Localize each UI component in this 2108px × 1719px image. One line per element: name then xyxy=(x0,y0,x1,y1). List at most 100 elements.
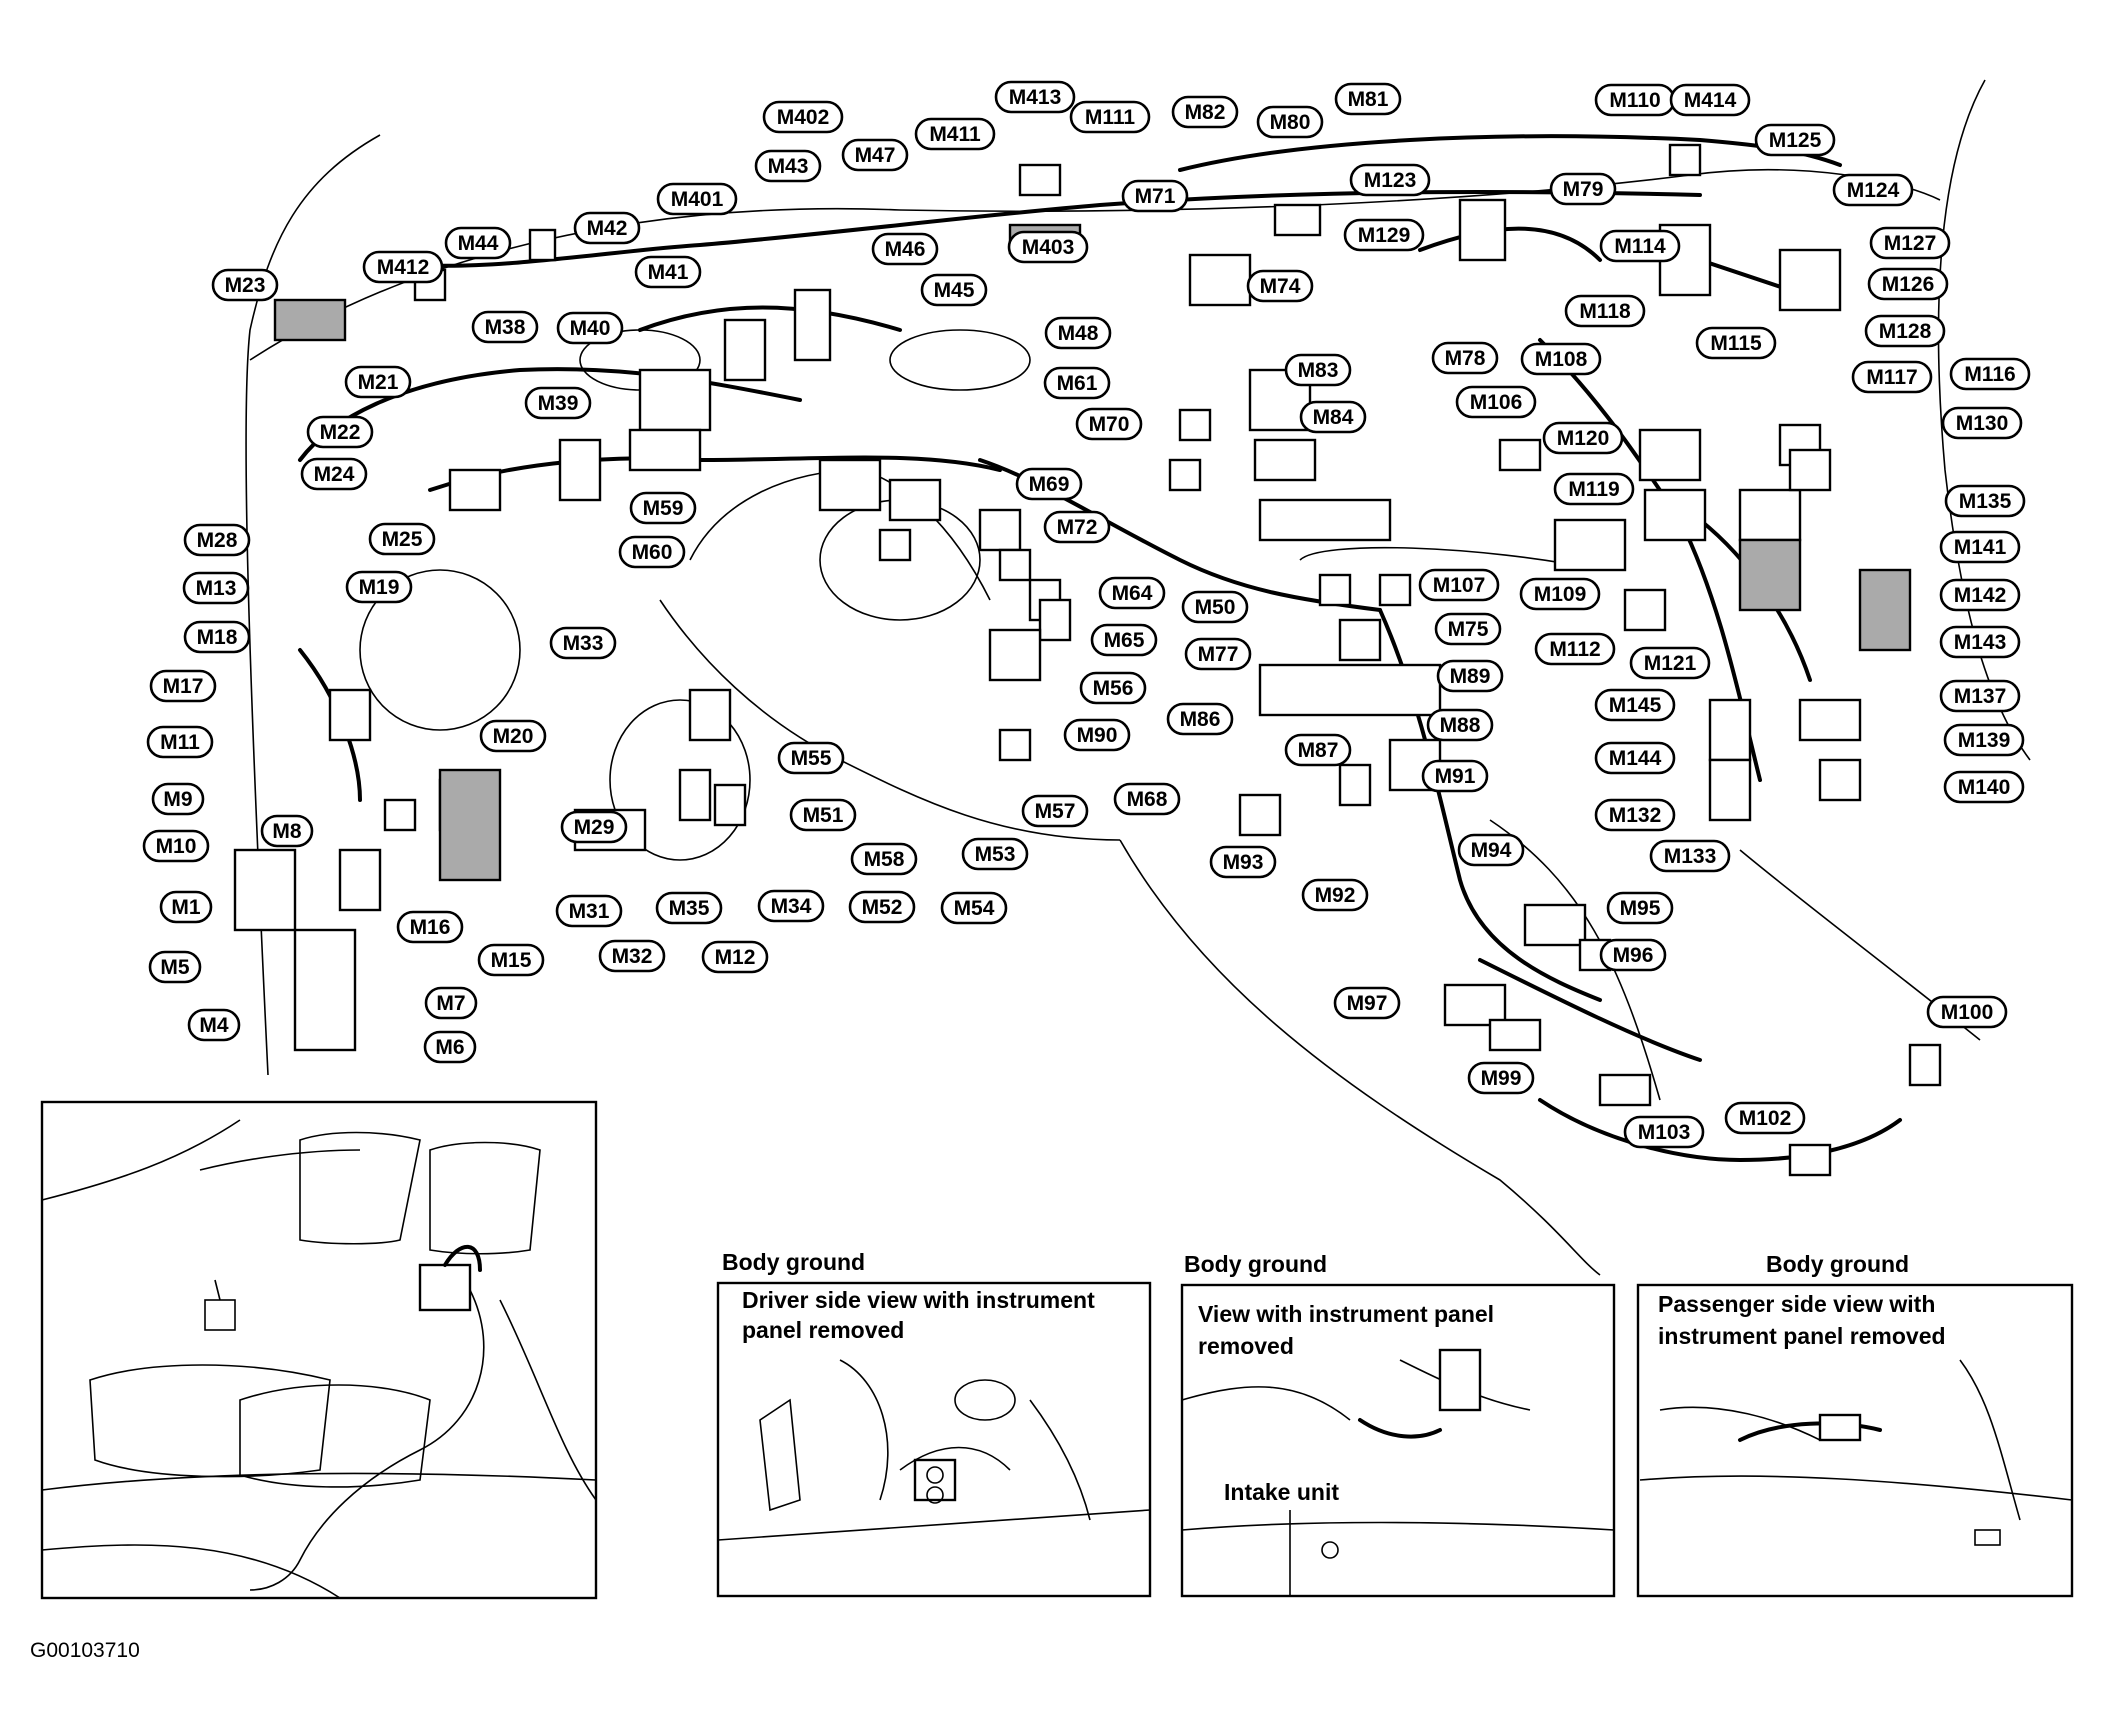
callout-bubble xyxy=(362,250,444,284)
callout-m31: M31 xyxy=(555,894,623,928)
callout-m40: M40 xyxy=(556,311,624,345)
callout-m19: M19 xyxy=(345,570,413,604)
callout-label: M108 xyxy=(1535,348,1588,371)
callout-label: M16 xyxy=(410,916,451,939)
callout-m110: M110 xyxy=(1594,83,1676,117)
callout-label: M115 xyxy=(1710,332,1762,355)
callout-m24: M24 xyxy=(300,457,368,491)
callout-bubble xyxy=(1075,407,1143,441)
callout-m72: M72 xyxy=(1043,510,1111,544)
callout-m91: M91 xyxy=(1421,759,1489,793)
callout-m1: M1 xyxy=(159,890,213,924)
callout-m88: M88 xyxy=(1426,708,1494,742)
callout-label: M42 xyxy=(587,217,628,240)
callout-bubble xyxy=(149,669,217,703)
callout-bubble xyxy=(1867,267,1949,301)
callout-m20: M20 xyxy=(479,719,547,753)
callout-label: M84 xyxy=(1313,406,1354,429)
callout-label: M97 xyxy=(1347,992,1388,1015)
inset-caption-line-2: removed xyxy=(1198,1333,1294,1359)
callout-label: M90 xyxy=(1077,724,1118,747)
callout-label: M125 xyxy=(1769,129,1822,152)
callout-label: M19 xyxy=(359,576,400,599)
callout-bubble xyxy=(1334,82,1402,116)
callout-label: M88 xyxy=(1440,714,1481,737)
callout-m71: M71 xyxy=(1121,179,1189,213)
callout-bubble xyxy=(1553,472,1635,506)
callout-m17: M17 xyxy=(149,669,217,703)
callout-m115: M115 xyxy=(1695,326,1777,360)
callout-label: M20 xyxy=(493,725,534,748)
callout-bubble xyxy=(1943,770,2025,804)
callout-bubble xyxy=(850,842,918,876)
callout-bubble xyxy=(1943,723,2025,757)
callout-bubble xyxy=(1343,218,1425,252)
callout-bubble xyxy=(629,491,697,525)
callout-label: M140 xyxy=(1958,776,2011,799)
callout-bubble xyxy=(148,950,202,984)
callout-label: M7 xyxy=(436,992,465,1015)
callout-label: M412 xyxy=(377,256,430,279)
callout-label: M103 xyxy=(1638,1121,1691,1144)
callout-m7: M7 xyxy=(424,986,478,1020)
callout-bubble xyxy=(182,571,250,605)
callout-m54: M54 xyxy=(940,891,1008,925)
callout-label: M18 xyxy=(197,626,238,649)
callout-m41: M41 xyxy=(634,255,702,289)
callout-label: M80 xyxy=(1270,111,1311,134)
callout-label: M77 xyxy=(1198,643,1239,666)
callout-bubble xyxy=(1166,702,1234,736)
callout-label: M102 xyxy=(1739,1107,1792,1130)
callout-bubble xyxy=(1519,577,1601,611)
callout-m402: M402 xyxy=(762,100,844,134)
callout-label: M28 xyxy=(197,529,238,552)
callout-bubble xyxy=(961,837,1029,871)
callout-label: M56 xyxy=(1093,677,1134,700)
callout-m82: M82 xyxy=(1171,95,1239,129)
callout-bubble xyxy=(1043,366,1111,400)
callout-label: M118 xyxy=(1579,300,1631,323)
callout-bubble xyxy=(1457,833,1525,867)
callout-m80: M80 xyxy=(1256,105,1324,139)
callout-label: M48 xyxy=(1058,322,1099,345)
callout-m125: M125 xyxy=(1754,123,1836,157)
callout-m77: M77 xyxy=(1184,637,1252,671)
callout-bubble xyxy=(1421,759,1489,793)
callout-m102: M102 xyxy=(1724,1101,1806,1135)
callout-m65: M65 xyxy=(1090,623,1158,657)
callout-bubble xyxy=(1542,421,1624,455)
callout-bubble xyxy=(1549,172,1617,206)
callout-bubble xyxy=(183,523,251,557)
callout-m135: M135 xyxy=(1944,484,2026,518)
callout-m33: M33 xyxy=(549,626,617,660)
callout-label: M57 xyxy=(1035,800,1076,823)
callout-m90: M90 xyxy=(1063,718,1131,752)
callout-m103: M103 xyxy=(1623,1115,1705,1149)
callout-bubble xyxy=(1063,718,1131,752)
callout-label: M130 xyxy=(1956,412,2009,435)
callout-m413: M413 xyxy=(994,80,1076,114)
callout-m16: M16 xyxy=(396,910,464,944)
callout-label: M31 xyxy=(569,900,610,923)
callout-label: M95 xyxy=(1620,897,1661,920)
callout-label: M8 xyxy=(272,820,301,843)
callout-m55: M55 xyxy=(777,741,845,775)
callout-bubble xyxy=(1090,623,1158,657)
callout-m126: M126 xyxy=(1867,267,1949,301)
callout-m119: M119 xyxy=(1553,472,1635,506)
inset-caption-line-2: panel removed xyxy=(742,1317,904,1343)
rear-seat-inset xyxy=(40,1100,598,1600)
callout-m68: M68 xyxy=(1113,782,1181,816)
callout-bubble xyxy=(1599,938,1667,972)
callout-m46: M46 xyxy=(871,232,939,266)
callout-bubble xyxy=(556,311,624,345)
callout-bubble xyxy=(344,365,412,399)
callout-bubble xyxy=(656,182,738,216)
callout-m10: M10 xyxy=(142,829,210,863)
callout-bubble xyxy=(396,910,464,944)
callout-m97: M97 xyxy=(1333,986,1401,1020)
callout-m18: M18 xyxy=(183,620,251,654)
callout-bubble xyxy=(1669,83,1751,117)
callout-m94: M94 xyxy=(1457,833,1525,867)
callout-m35: M35 xyxy=(655,891,723,925)
